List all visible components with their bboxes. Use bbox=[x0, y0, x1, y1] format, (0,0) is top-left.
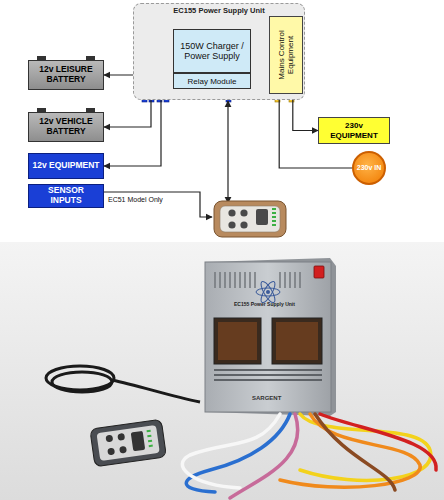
sensor-box: SENSOR INPUTS bbox=[28, 184, 104, 208]
control-panel bbox=[214, 201, 286, 237]
node-text: SENSOR INPUTS bbox=[32, 186, 100, 206]
mains-input-circle: 230v IN bbox=[352, 151, 386, 185]
node-text: Relay Module bbox=[188, 77, 237, 86]
sensor-wire bbox=[103, 192, 212, 217]
node-text: 12v LEISURE BATTERY bbox=[32, 65, 100, 85]
node-text: 12v EQUIPMENT bbox=[32, 161, 99, 171]
panel-wire bbox=[227, 101, 228, 203]
equipment-box: 12v EQUIPMENT bbox=[28, 153, 104, 179]
battery-box: 12v LEISURE BATTERY bbox=[28, 60, 104, 90]
node-text: EC155 Power Supply Unit bbox=[173, 6, 264, 15]
node-text: 230v IN bbox=[357, 164, 382, 172]
charger-box: 150W Charger / Power Supply bbox=[173, 29, 251, 73]
equipment-box: 230v EQUIPMENT bbox=[318, 117, 390, 144]
unit-region: EC155 Power Supply Unit 150W Charger / Po… bbox=[133, 3, 305, 100]
battery-box: 12v VEHICLE BATTERY bbox=[28, 112, 104, 142]
product-label: EC155 Power Supply Unit bbox=[234, 301, 295, 307]
relay-box: Relay Module bbox=[173, 73, 251, 89]
mains-box: Mains Control Equipment bbox=[269, 16, 303, 94]
brand-label: SARGENT bbox=[252, 395, 281, 401]
node-text: 150W Charger / Power Supply bbox=[178, 41, 246, 62]
node-text: 12v VEHICLE BATTERY bbox=[32, 117, 100, 137]
note-label: EC51 Model Only bbox=[108, 196, 163, 203]
product-photo bbox=[0, 242, 444, 500]
node-text: 230v EQUIPMENT bbox=[322, 121, 386, 139]
node-text: Mains Control Equipment bbox=[277, 18, 295, 92]
